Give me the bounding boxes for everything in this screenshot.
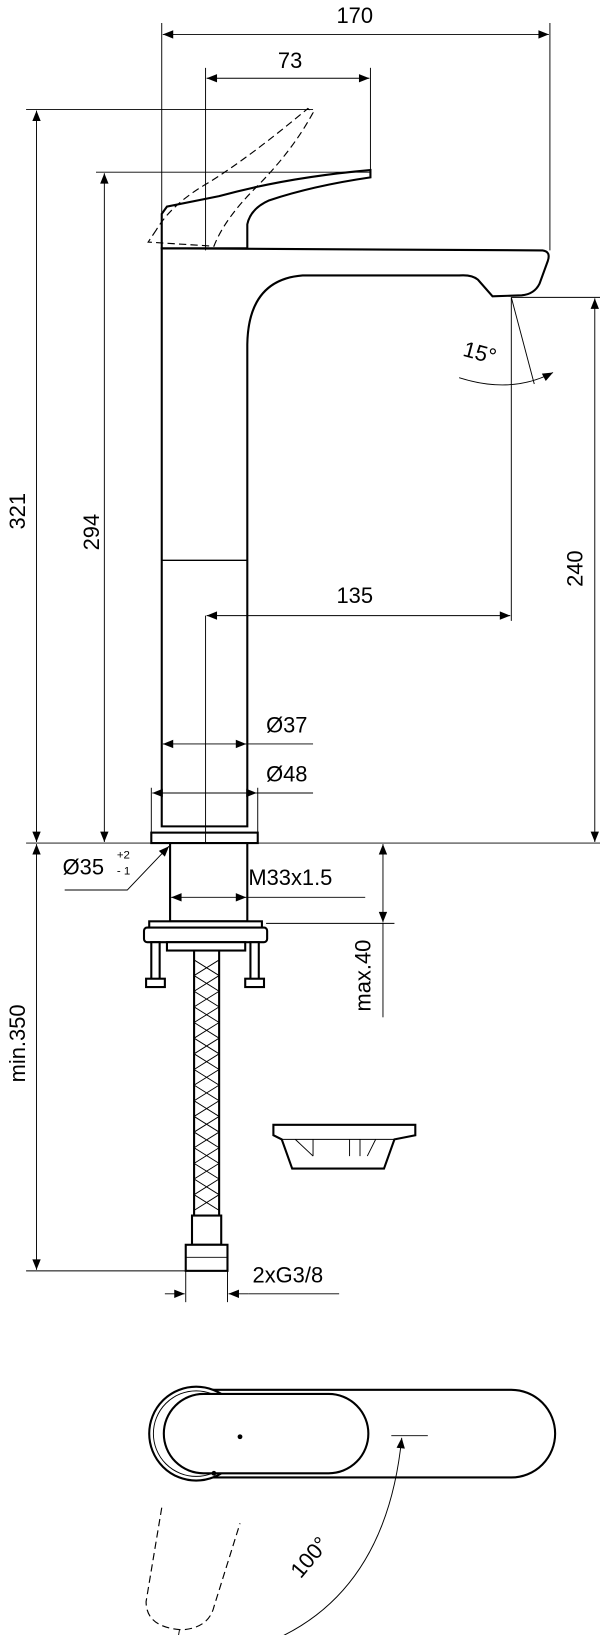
dim-hole-diameter: Ø35 — [63, 854, 104, 879]
dim-connection: 2xG3/8 — [253, 1262, 324, 1287]
dim-body-diameter: Ø37 — [266, 712, 307, 737]
fixing-stud-left — [150, 941, 161, 983]
dim-spout-height: 240 — [562, 550, 587, 587]
dimension-labels: 170 73 321 294 240 135 Ø37 Ø48 Ø35 +2 - … — [5, 3, 587, 1583]
dim-height-lever: 294 — [79, 514, 104, 551]
lever-top-outline — [162, 1392, 370, 1475]
base-flange — [150, 831, 259, 845]
hose-nut — [184, 1243, 229, 1272]
dim-hole-tol-minus: - 1 — [117, 865, 130, 877]
dim-lever-rotation: 100° — [285, 1532, 333, 1583]
faucet-side-view — [142, 107, 550, 1272]
dim-base-diameter: Ø48 — [266, 762, 307, 787]
dim-lever-reach: 73 — [278, 48, 302, 73]
hose-braid — [193, 959, 220, 1211]
dim-spout-reach: 135 — [337, 583, 374, 608]
dim-height-total: 321 — [5, 493, 30, 530]
lever-handle — [160, 168, 372, 250]
fixing-nut-plate — [142, 926, 269, 944]
faucet-top-view — [145, 1385, 557, 1635]
hose-ferrule — [190, 1214, 223, 1246]
rotation-arc — [173, 1437, 405, 1635]
dim-max-deck: max.40 — [350, 940, 375, 1012]
dim-width-total: 170 — [337, 3, 374, 28]
lever-raised-outline — [147, 107, 314, 247]
faucet-body — [160, 247, 550, 828]
fixing-stud-right — [249, 941, 260, 983]
nut-inner — [165, 941, 247, 952]
dim-min-hose: min.350 — [5, 1004, 30, 1082]
dim-hole-tol-plus: +2 — [117, 850, 130, 862]
lever-rotated-outline — [145, 1507, 241, 1631]
dim-spout-angle: 15° — [461, 336, 499, 369]
threaded-shank — [169, 842, 249, 923]
dim-thread: M33x1.5 — [248, 865, 332, 890]
stud-foot-left — [145, 977, 166, 989]
dimension-lines — [26, 22, 600, 1303]
stud-foot-right — [244, 977, 266, 989]
mounting-clip-part — [272, 1123, 417, 1170]
